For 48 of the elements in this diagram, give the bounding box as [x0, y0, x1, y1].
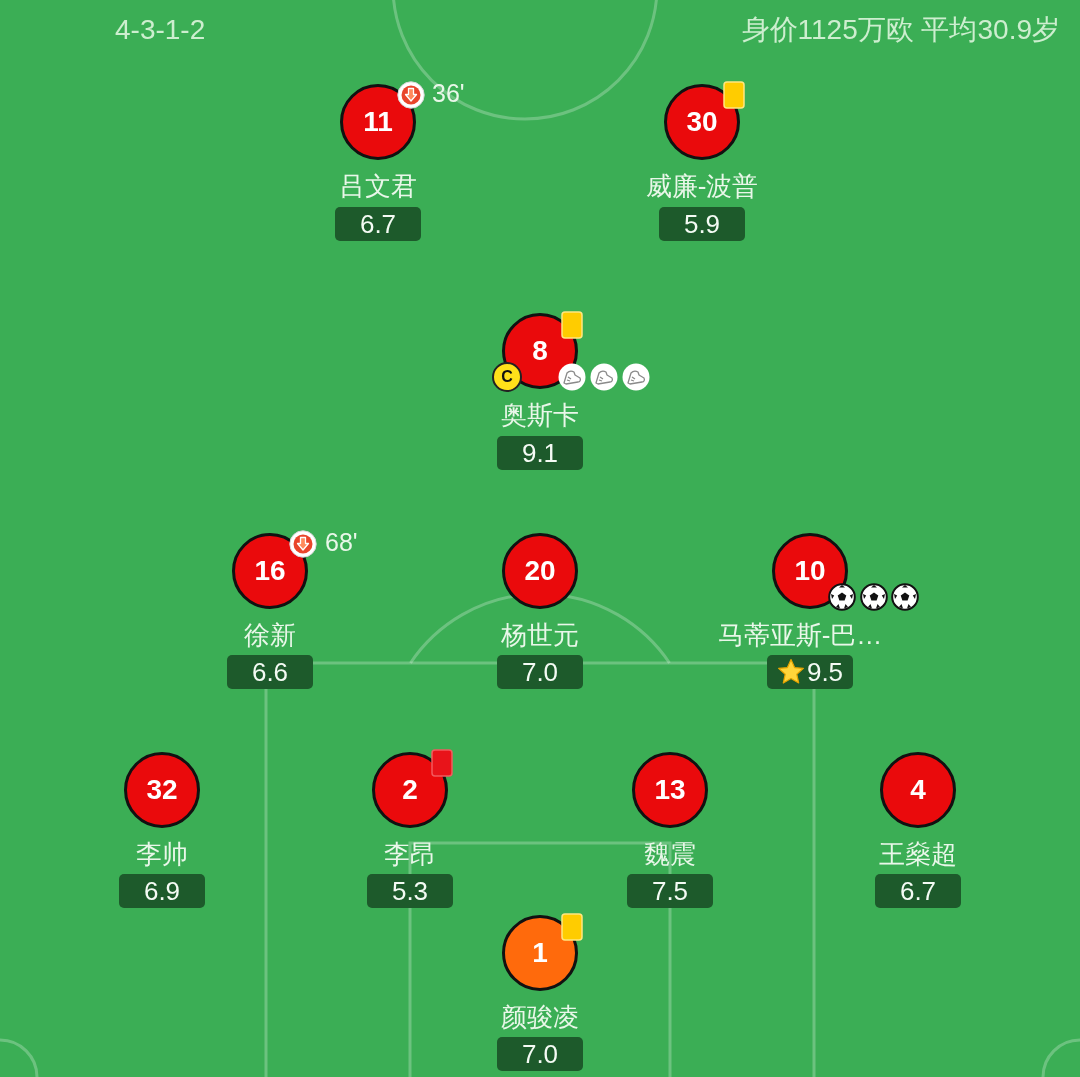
player-marker: 11 [340, 84, 416, 160]
formation-label: 4-3-1-2 [115, 13, 206, 47]
player-name: 威廉-波普 [645, 171, 759, 201]
player-marker: 30 [664, 84, 740, 160]
player-name: 马蒂亚斯-巴… [717, 620, 883, 650]
substitution-minute: 36' [432, 78, 465, 108]
player-marker: 32 [124, 752, 200, 828]
player-name: 徐新 [244, 620, 296, 650]
rating-value: 6.7 [899, 876, 937, 906]
team-value-age-label: 身价1125万欧 平均30.9岁 [741, 13, 1060, 47]
rating-value: 7.5 [651, 876, 689, 906]
rating-value: 6.9 [143, 876, 181, 906]
rating-badge [627, 874, 713, 908]
rating-value: 5.3 [391, 876, 429, 906]
player-marker: 2 [372, 752, 448, 828]
rating-value: 5.9 [683, 209, 721, 239]
rating-value: 9.5 [806, 657, 844, 687]
rating-badge [875, 874, 961, 908]
player-marker: 1 [502, 915, 578, 991]
player-marker: 20 [502, 533, 578, 609]
rating-value: 7.0 [521, 1039, 559, 1069]
player-name: 颜骏凌 [501, 1002, 579, 1032]
player-marker: 10 [772, 533, 848, 609]
rating-value: 6.6 [251, 657, 289, 687]
player-name: 王燊超 [879, 839, 957, 869]
player-name: 李昂 [384, 839, 436, 869]
captain-badge: C [492, 362, 522, 392]
rating-badge [497, 655, 583, 689]
player-marker: 13 [632, 752, 708, 828]
rating-badge [335, 207, 421, 241]
rating-badge [659, 207, 745, 241]
rating-badge [497, 1037, 583, 1071]
rating-badge [119, 874, 205, 908]
rating-value: 9.1 [521, 438, 559, 468]
rating-value: 6.7 [359, 209, 397, 239]
player-name: 吕文君 [339, 171, 417, 201]
rating-value: 7.0 [521, 657, 559, 687]
player-marker: 16 [232, 533, 308, 609]
player-name: 魏震 [644, 839, 696, 869]
rating-badge [497, 436, 583, 470]
player-name: 杨世元 [501, 620, 579, 650]
player-name: 奥斯卡 [501, 400, 579, 430]
substitution-minute: 68' [325, 527, 358, 557]
player-name: 李帅 [136, 839, 188, 869]
rating-badge [227, 655, 313, 689]
player-marker: 4 [880, 752, 956, 828]
rating-badge [367, 874, 453, 908]
rating-badge [767, 655, 853, 689]
